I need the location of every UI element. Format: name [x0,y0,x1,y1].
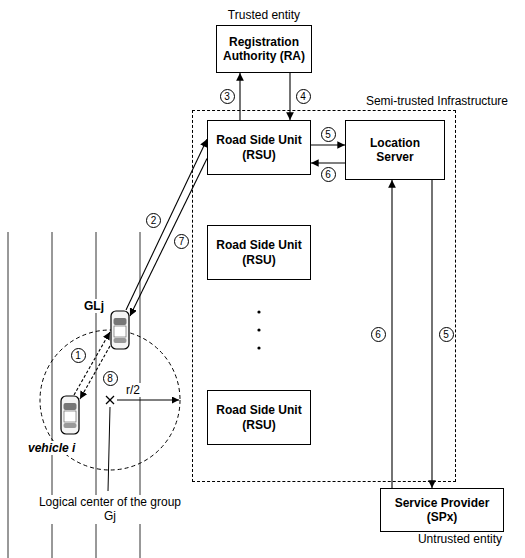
box-label: Road Side Unit (RSU) [212,238,306,267]
leader-line [108,407,110,491]
radius-label: r/2 [124,383,142,397]
message-arrow [311,162,345,163]
car-picture [60,395,80,435]
callout-number: 7 [174,234,189,249]
group-heading: Semi-trusted Infrastructure [365,94,509,108]
rsu-box: Road Side Unit (RSU) [207,390,311,445]
callout-number: 1 [71,348,86,363]
message-arrow [239,73,240,120]
authority-box: Trusted entityRegistration Authority (RA… [216,25,312,73]
rsu-box: Road Side Unit (RSU) [207,225,311,280]
car-picture [110,310,130,350]
message-arrow [74,332,110,395]
callout-number: 6 [371,327,386,342]
vehicle-label: GLj [83,299,105,313]
provider-box: Service Provider (SPx)Untrusted entity [380,488,504,532]
message-arrow [431,180,432,488]
rsu-box: Road Side Unit (RSU) [207,120,311,175]
callout-number: 4 [296,89,311,104]
callout-number: 8 [103,371,118,386]
message-arrow [311,144,345,145]
message-arrow [391,180,392,488]
box-label: Location Server [350,136,440,165]
box-label: Road Side Unit (RSU) [212,403,306,432]
message-arrow [126,139,207,310]
callout-number: 5 [321,127,336,142]
infrastructure-group: Road Side Unit (RSU)Location ServerRoad … [192,110,456,482]
box-label: Service Provider (SPx) [385,496,499,525]
center-note: Logical center of the group Gj [33,495,187,524]
callout-number: 3 [220,89,235,104]
callout-number: 6 [321,167,336,182]
ellipsis-dots [257,310,260,349]
trust-heading: Trusted entity [227,8,301,22]
server-box: Location Server [345,120,445,180]
callout-number: 5 [439,327,454,342]
vehicle-label: vehicle i [27,441,76,455]
radius-arrow [117,400,179,401]
callout-number: 2 [146,213,161,228]
box-label: Registration Authority (RA) [221,35,307,64]
road-line [8,232,9,558]
message-arrow [289,73,290,120]
trust-heading: Untrusted entity [417,532,503,546]
center-mark [106,396,114,404]
box-label: Road Side Unit (RSU) [212,133,306,162]
message-arrow [130,159,207,317]
vehicle: vehicle i [60,395,80,435]
vehicle: GLj [110,310,130,350]
